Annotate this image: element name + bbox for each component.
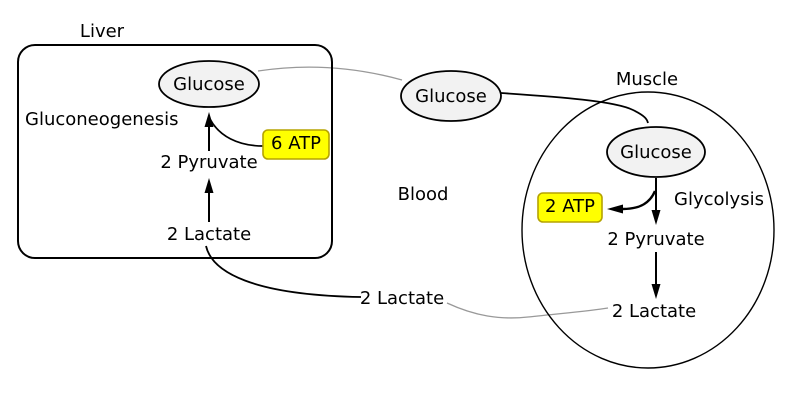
blood-glucose-node — [400, 70, 502, 122]
muscle-region: Muscle Glycolysis Glucose 2 ATP 2 Pyruva… — [521, 69, 775, 369]
liver-atp-label: 6 ATP — [271, 133, 321, 154]
arrowhead-up-icon — [204, 178, 214, 193]
arrow-muscle-to-atp — [607, 190, 657, 214]
liver-cell-outline — [17, 44, 333, 259]
muscle-label: Muscle — [616, 69, 678, 90]
blood-region: Glucose Blood 2 Lactate — [205, 66, 649, 319]
connector-blood-lactate-to-muscle-lactate — [446, 302, 609, 319]
glycolysis-label: Glycolysis — [674, 189, 764, 210]
muscle-glucose-node — [606, 126, 706, 178]
liver-glucose-label: Glucose — [173, 74, 245, 95]
blood-glucose-label: Glucose — [415, 86, 487, 107]
liver-glucose-node — [158, 60, 260, 108]
muscle-pyruvate-label: 2 Pyruvate — [607, 229, 704, 250]
liver-pyruvate-label: 2 Pyruvate — [160, 152, 257, 173]
arrowhead-left-icon — [607, 204, 623, 214]
connector-liver-atp-to-arrow — [209, 118, 264, 147]
liver-lactate-label: 2 Lactate — [167, 224, 251, 245]
arrowhead-up-icon — [204, 112, 214, 127]
arrowhead-down-icon — [651, 210, 661, 225]
connector-liver-lactate-to-blood-lactate — [205, 245, 362, 298]
blood-lactate-label: 2 Lactate — [360, 288, 444, 309]
muscle-atp-badge: 2 ATP — [537, 192, 603, 223]
arrow-liver-lactate-to-pyruvate — [204, 178, 214, 222]
muscle-atp-label: 2 ATP — [545, 196, 595, 217]
connector-blood-glucose-to-muscle-glucose — [500, 92, 649, 124]
arrowhead-down-icon — [651, 284, 661, 299]
gluconeogenesis-label: Gluconeogenesis — [25, 109, 179, 130]
liver-label: Liver — [80, 21, 125, 42]
muscle-cell-outline — [521, 91, 775, 369]
arrow-muscle-glucose-to-pyruvate — [651, 178, 661, 225]
liver-atp-badge: 6 ATP — [262, 129, 330, 160]
connector-liver-glucose-to-blood-glucose — [257, 66, 403, 81]
arrow-muscle-pyruvate-to-lactate — [651, 252, 661, 299]
blood-label: Blood — [398, 184, 449, 205]
arrow-liver-pyruvate-to-glucose — [204, 112, 214, 151]
muscle-glucose-label: Glucose — [620, 142, 692, 163]
liver-region: Liver Gluconeogenesis Glucose 2 Pyruvate… — [17, 21, 333, 259]
muscle-lactate-label: 2 Lactate — [612, 301, 696, 322]
